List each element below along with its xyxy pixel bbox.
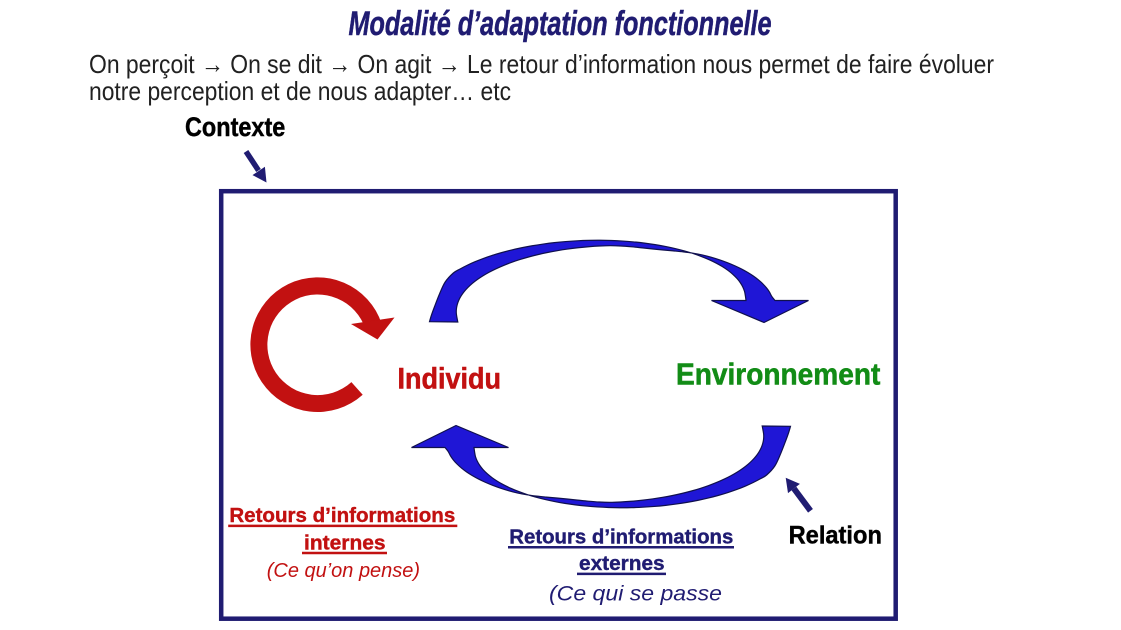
svg-text:Modalité d’adaptation fonction: Modalité d’adaptation fonctionnelle	[349, 5, 772, 43]
svg-text:notre perception et de nous ad: notre perception et de nous adapter… etc	[89, 76, 511, 106]
svg-text:Contexte: Contexte	[185, 112, 285, 142]
svg-text:Retours d’informations: Retours d’informations	[509, 526, 733, 548]
svg-text:internes: internes	[304, 531, 386, 554]
svg-text:Environnement: Environnement	[676, 357, 880, 392]
svg-text:On perçoit → On se dit → On ag: On perçoit → On se dit → On agit → Le re…	[89, 49, 994, 79]
svg-text:Retours d’informations: Retours d’informations	[229, 504, 455, 527]
svg-text:(Ce qui se passe: (Ce qui se passe	[549, 583, 722, 606]
svg-text:Individu: Individu	[398, 362, 502, 395]
svg-text:(Ce qu’on pense): (Ce qu’on pense)	[267, 560, 420, 582]
svg-text:externes: externes	[579, 553, 665, 575]
svg-text:Relation: Relation	[789, 522, 882, 550]
